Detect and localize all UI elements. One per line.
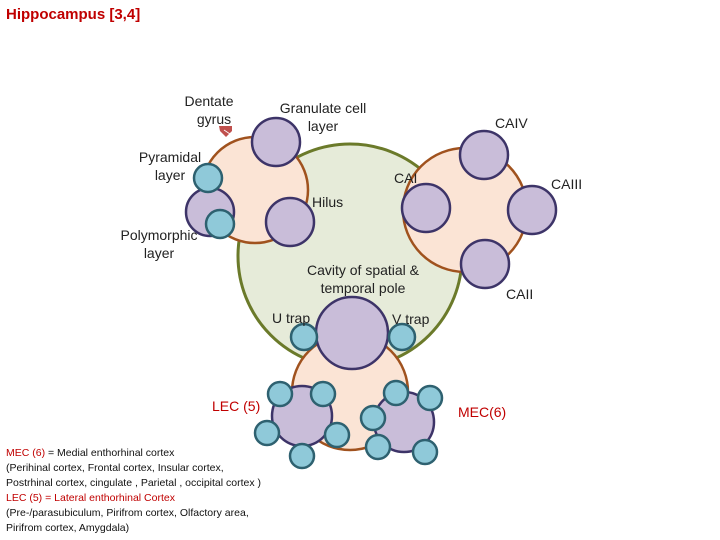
polymorphic-cell xyxy=(204,208,236,240)
mec-node xyxy=(364,433,392,461)
label-pyramidal-layer: Pyramidal layer xyxy=(138,149,202,183)
label-cai: CAI xyxy=(394,170,418,186)
legend: MEC (6) = Medial enthorhinal cortex (Per… xyxy=(6,446,306,536)
mec-node xyxy=(416,384,444,412)
pyramidal-cell xyxy=(192,162,224,194)
trap-cell xyxy=(387,322,417,352)
ca-cell-cai xyxy=(400,182,452,234)
ca-cell-caiii xyxy=(506,184,558,236)
label-polymorphic-layer: Polymorphic layer xyxy=(120,227,198,261)
mec-node xyxy=(382,379,410,407)
label-caiv: CAIV xyxy=(495,115,528,131)
legend-line: Pirifrom cortex, Amygdala) xyxy=(6,522,130,534)
label-u-trap: U trap xyxy=(272,310,311,326)
legend-line-lec: LEC (5) = Lateral enthorhinal Cortex xyxy=(6,492,175,504)
label-mec: MEC(6) xyxy=(458,404,507,420)
legend-line: (Pre-/parasubiculum, Pirifrom cortex, Ol… xyxy=(6,507,249,519)
legend-line-mec: MEC (6) = Medial enthorhinal cortex xyxy=(6,447,175,459)
lec-node xyxy=(323,421,351,449)
label-granulate-cell-layer: Granulate cell layer xyxy=(279,100,367,134)
arrow-icon xyxy=(219,126,232,137)
label-hilus: Hilus xyxy=(312,194,344,210)
lec-node xyxy=(309,380,337,408)
label-caiii: CAIII xyxy=(551,176,583,192)
lec-node xyxy=(288,442,316,470)
trap-cell xyxy=(289,322,319,352)
page-title: Hippocampus [3,4] xyxy=(6,6,141,23)
legend-line: (Perihinal cortex, Frontal cortex, Insul… xyxy=(6,462,224,474)
label-v-trap: V trap xyxy=(392,311,430,327)
legend-line: Postrhinal cortex, cingulate , Parietal … xyxy=(6,477,262,489)
mec-node xyxy=(359,404,387,432)
ca-cell-caii xyxy=(459,238,511,290)
granule-cell xyxy=(250,116,302,168)
lec-node xyxy=(266,380,294,408)
label-lec: LEC (5) xyxy=(212,398,261,414)
hilus-cell xyxy=(264,196,316,248)
label-caii: CAII xyxy=(506,286,534,302)
lec-node xyxy=(253,419,281,447)
entorhinal-center-cell xyxy=(314,295,390,371)
label-dentate-gyrus: Dentate gyrus xyxy=(184,93,234,127)
label-cavity: Cavity of spatial & temporal pole xyxy=(306,262,420,296)
mec-node xyxy=(411,438,439,466)
ca-cell-caiv xyxy=(458,129,510,181)
